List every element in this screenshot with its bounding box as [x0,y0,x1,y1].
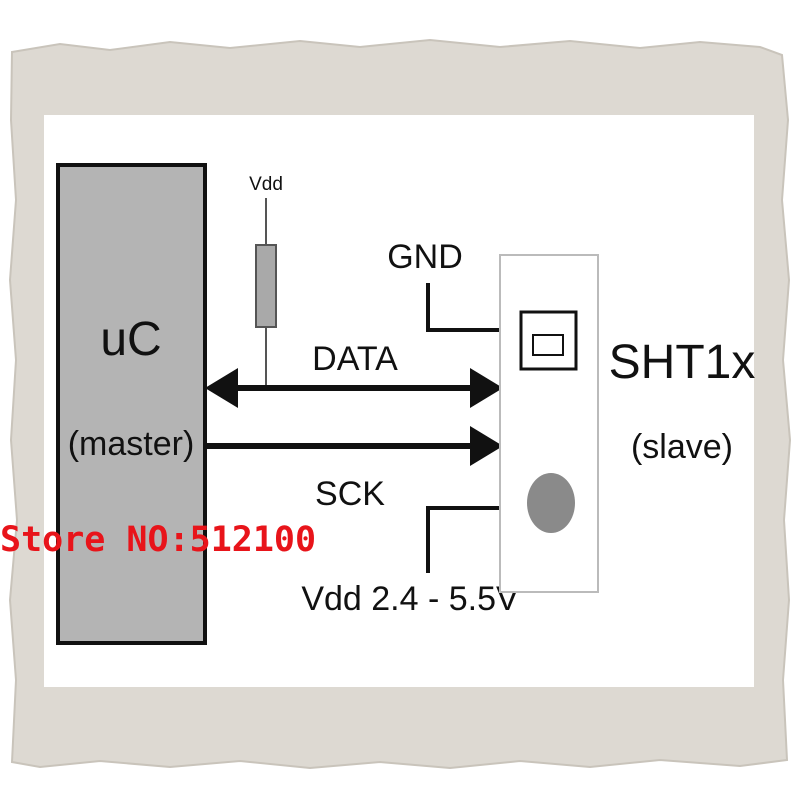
master-title: uC [100,313,161,366]
gnd-label: GND [387,238,463,276]
vdd-supply-label: Vdd 2.4 - 5.5V [301,580,519,618]
sensor-window-inner [532,334,564,356]
sensor-element-dot [527,473,575,533]
master-box [56,163,207,645]
pullup-vdd-label: Vdd [249,174,283,195]
vdd-wire [426,506,500,573]
gnd-wire [426,283,500,332]
sck-arrow-right [470,426,503,466]
data-arrow-right [470,368,503,408]
slave-subtitle: (slave) [631,428,733,466]
master-subtitle: (master) [68,425,195,463]
sck-label: SCK [315,475,385,513]
sensor-body [499,254,599,593]
pullup-resistor [255,244,277,328]
store-watermark: Store NO:512100 [0,520,317,560]
data-label: DATA [312,340,398,378]
slave-title: SHT1x [609,336,756,389]
data-arrow-left [205,368,238,408]
